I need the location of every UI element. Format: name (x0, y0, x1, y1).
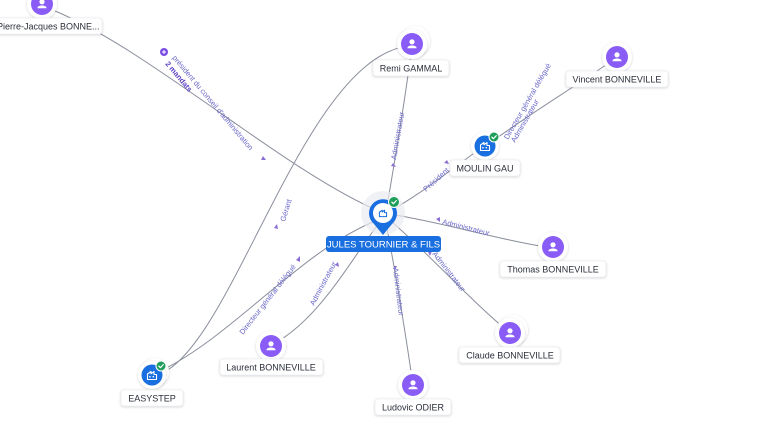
arrow-icon (394, 266, 397, 270)
edge-label-president-ca: président du conseil d'administration (170, 54, 255, 153)
center-node-jules-tournier[interactable] (361, 191, 405, 235)
edge-pierre-jacques-to-center[interactable] (41, 5, 384, 214)
edge-easystep-to-center[interactable] (155, 219, 379, 374)
arrow-icon (444, 160, 449, 164)
person-node-thomas-bonneville[interactable] (538, 232, 568, 262)
node-label-easystep[interactable]: EASYSTEP (128, 394, 176, 404)
arrow-icon (391, 163, 396, 167)
node-label-ludovic-odier[interactable]: Ludovic ODIER (382, 403, 445, 413)
company-node-easystep[interactable] (138, 358, 169, 389)
node-label-laurent-bonneville[interactable]: Laurent BONNEVILLE (226, 363, 316, 373)
edge-label-claude-admin: Administrateur (430, 250, 467, 294)
edges (41, 5, 617, 386)
edge-thomas-to-center[interactable] (394, 214, 553, 249)
center-node-label[interactable]: JULES TOURNIER & FILS (327, 240, 440, 251)
verified-check-icon (155, 360, 167, 372)
edge-label-ludovic-admin: Administrateur (391, 267, 406, 317)
arrow-icon (335, 262, 339, 267)
edge-label-vincent-admin: Directeur général délégué (502, 62, 553, 141)
person-node-ludovic-odier[interactable] (398, 370, 428, 400)
person-node-remi-gammal[interactable] (397, 26, 430, 59)
edge-claude-to-center[interactable] (391, 221, 511, 334)
person-node-pierre-jacques[interactable] (27, 0, 57, 19)
company-node-moulin-gau[interactable] (471, 131, 500, 160)
person-node-laurent-bonneville[interactable] (256, 331, 286, 361)
verified-check-icon (488, 131, 500, 143)
edge-label-remi-easystep: Gérant (278, 197, 294, 222)
edge-remi-to-easystep[interactable] (153, 45, 409, 377)
arrow-icon (436, 217, 440, 222)
building-icon (378, 209, 388, 218)
edge-labels: président du conseil d'administration 2 … (160, 48, 553, 336)
node-label-vincent-bonneville[interactable]: Vincent BONNEVILLE (573, 75, 662, 85)
node-label-claude-bonneville[interactable]: Claude BONNEVILLE (466, 351, 554, 361)
edge-label-president: Président (421, 165, 451, 194)
person-node-claude-bonneville[interactable] (495, 315, 528, 348)
person-node-vincent-bonneville[interactable] (602, 42, 632, 72)
arrow-icon (296, 256, 300, 262)
node-label-moulin-gau[interactable]: MOULIN GAU (456, 164, 513, 174)
arrow-icon (428, 251, 432, 256)
node-label-pierre-jacques[interactable]: Pierre-Jacques BONNE... (0, 22, 100, 32)
center-label-badge (326, 236, 441, 252)
edge-label-easystep-dgd: Directeur général délégué (237, 263, 297, 337)
verified-check-icon (388, 196, 400, 208)
arrow-icon (261, 156, 266, 160)
edge-label-remi-admin: Administrateur (389, 111, 406, 161)
node-label-thomas-bonneville[interactable]: Thomas BONNEVILLE (507, 265, 599, 275)
edge-label-thomas-admin: Administrateur (442, 217, 492, 238)
arrow-icon (274, 224, 278, 229)
node-label-remi-gammal[interactable]: Remi GAMMAL (380, 64, 443, 74)
